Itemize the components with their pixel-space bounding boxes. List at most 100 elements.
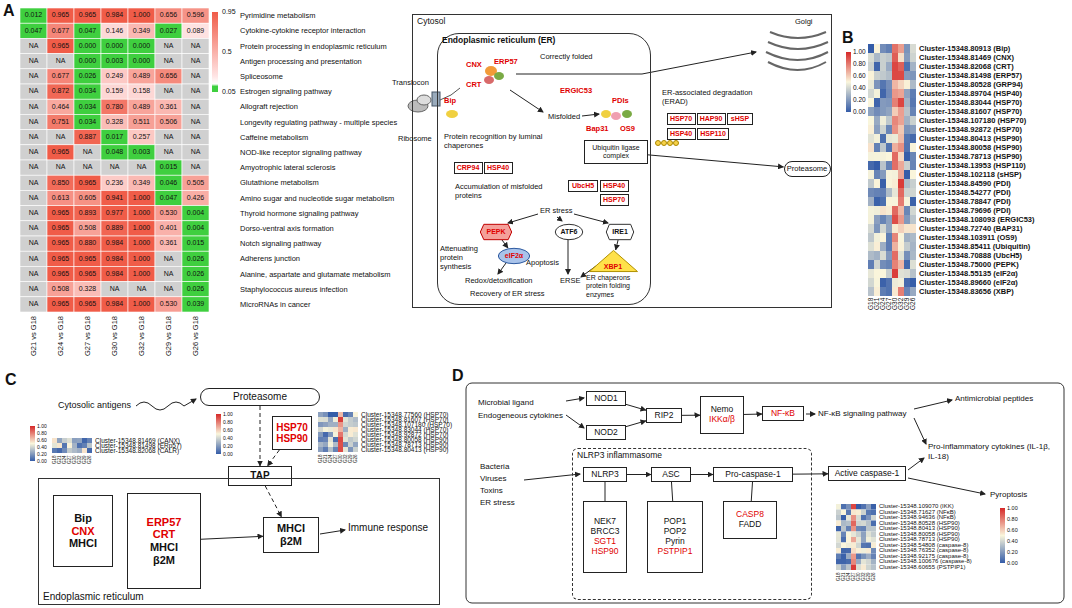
- cell-value: 0.236: [106, 179, 124, 186]
- heatmap-cell: [861, 526, 866, 532]
- heatmap-cell: [892, 89, 898, 98]
- label-holder: Translocon: [392, 78, 429, 87]
- heatmap-cell: [333, 412, 338, 417]
- heatmap-cell: [856, 521, 861, 527]
- cell-value: 0.965: [79, 179, 97, 186]
- heatmap-cell: [910, 278, 916, 287]
- cell-value: 0.780: [106, 103, 124, 110]
- pathway-name: Antigen processing and presentation: [240, 57, 362, 66]
- table-cell: [155, 266, 182, 281]
- column-label: G29: [82, 455, 87, 464]
- heatmap-cell: [910, 98, 916, 107]
- heatmap-cell: [874, 224, 880, 233]
- table-cell: [74, 266, 101, 281]
- cell-value: NA: [137, 285, 147, 292]
- cell-value-holder: 0.012: [20, 11, 47, 19]
- cell-value: 0.046: [160, 179, 178, 186]
- heatmap-cell: [82, 438, 87, 443]
- row-label-holder: Cluster-15348.92872 (HSP70): [919, 125, 1022, 134]
- label-holder: Microbial ligand: [478, 398, 534, 408]
- row-label-holder: Cluster-15348.84590 (PDI): [919, 179, 1011, 188]
- heatmap-cell: [904, 215, 910, 224]
- heatmap-cell: [892, 143, 898, 152]
- table-cell: [20, 145, 47, 160]
- heatmap-cell: [323, 447, 328, 452]
- pathway-name-holder: Adherens junction: [240, 254, 300, 263]
- pathway-name: Longevity regulating pathway - multiple …: [240, 118, 397, 127]
- table-cell: [182, 206, 209, 221]
- cell-value-holder: 1.000: [128, 300, 155, 308]
- region-heading: NLRP3 inflammasome: [577, 451, 662, 461]
- heatmap-cell: [866, 565, 871, 571]
- heatmap-cell: [874, 179, 880, 188]
- cell-value-holder: 0.489: [128, 72, 155, 80]
- heatmap-cell: [892, 125, 898, 134]
- cell-value: NA: [56, 133, 66, 140]
- heatmap-cell: [874, 89, 880, 98]
- column-label-holder: G29 vs G18: [164, 316, 173, 356]
- heatmap-cell: [886, 161, 892, 170]
- row-label-holder: Cluster-15348.107180 (HSP70): [919, 116, 1026, 125]
- heatmap-cell: [856, 565, 861, 571]
- heatmap-cell: [851, 521, 856, 527]
- heatmap-cell: [880, 98, 886, 107]
- cell-value: 0.349: [133, 179, 151, 186]
- cell-value-holder: 0.047: [74, 27, 101, 35]
- table-cell: [101, 175, 128, 190]
- column-label-holder: G26: [909, 298, 917, 310]
- heatmap-cell: [318, 417, 323, 422]
- heatmap-cell: [846, 504, 851, 510]
- label: Bacteria: [480, 462, 509, 471]
- tick-label-holder: 0.20: [1007, 549, 1018, 556]
- heatmap-cell: [836, 510, 841, 516]
- panel-letter-holder: B: [842, 28, 854, 47]
- pathway-name: Dorso-ventral axis formation: [240, 224, 334, 233]
- heatmap-cell: [851, 515, 856, 521]
- heatmap-cell: [328, 447, 333, 452]
- table-cell: [74, 114, 101, 129]
- table-cell: [20, 206, 47, 221]
- heatmap-cell: [323, 437, 328, 442]
- cell-value-holder: NA: [182, 42, 209, 50]
- cell-value-holder: NA: [20, 87, 47, 95]
- cell-value-holder: NA: [47, 163, 74, 171]
- heatmap-cell: [886, 80, 892, 89]
- heatmap-cell: [871, 521, 876, 527]
- pathway-name: Spliceosome: [240, 72, 283, 81]
- cell-value-holder: 0.003: [101, 57, 128, 65]
- heatmap-cell: [880, 80, 886, 89]
- cell-value-holder: 0.026: [182, 270, 209, 278]
- table-cell: [182, 114, 209, 129]
- cell-value: 0.965: [52, 209, 70, 216]
- cell-value-holder: 0.887: [74, 133, 101, 141]
- node-text: HSP110: [700, 130, 726, 138]
- cell-value: 0.015: [187, 239, 205, 246]
- connector: [671, 482, 672, 501]
- table-cell: [101, 236, 128, 251]
- cell-value-holder: 0.349: [128, 27, 155, 35]
- cell-value-holder: 0.426: [182, 194, 209, 202]
- heatmap-cell: [868, 278, 874, 287]
- heatmap-cell: [874, 242, 880, 251]
- pathway-name-holder: Antigen processing and presentation: [240, 57, 362, 66]
- table-cell: [47, 160, 74, 175]
- heatmap-cell: [886, 242, 892, 251]
- heatmap-cell: [886, 125, 892, 134]
- cell-value: 0.328: [79, 285, 97, 292]
- cell-value: NA: [83, 148, 93, 155]
- row-label: Cluster-15348.81498 (ERP57): [919, 71, 1022, 80]
- row-label: Cluster-15348.107180 (HSP70): [919, 116, 1026, 125]
- label: Translocon: [392, 78, 429, 87]
- tick-label-holder: 0.95: [222, 8, 236, 16]
- heatmap-cell: [846, 532, 851, 538]
- heatmap-cell: [343, 442, 348, 447]
- column-label: G24: [846, 572, 851, 581]
- heatmap-cell: [77, 448, 82, 453]
- heatmap-cell: [898, 125, 904, 134]
- pathway-name: Amino sugar and nucleotide sugar metabol…: [240, 194, 394, 203]
- heatmap-cell: [861, 559, 866, 565]
- heatmap-cell: [87, 438, 92, 443]
- column-label-holder: G27: [67, 455, 72, 464]
- table-cell: [128, 8, 155, 23]
- column-label: G18: [52, 455, 57, 464]
